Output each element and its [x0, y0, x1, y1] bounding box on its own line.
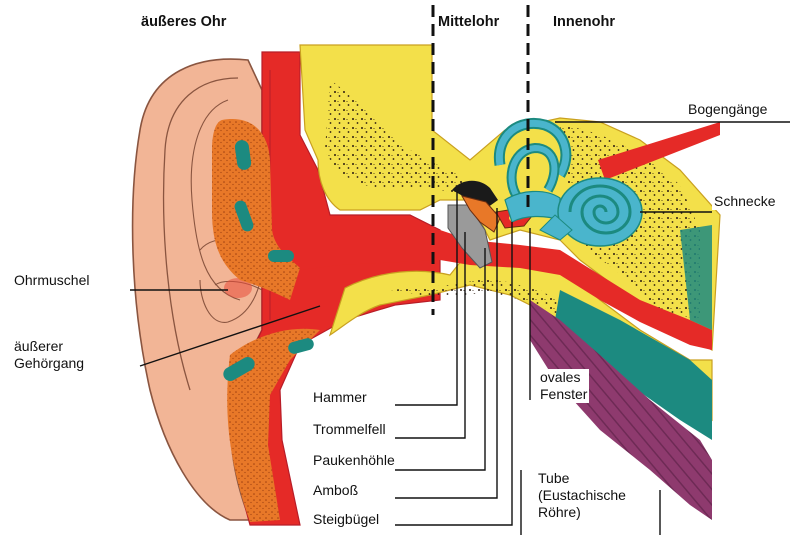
header-middle-ear: Mittelohr [438, 14, 499, 31]
label-auricle: Ohrmuschel [14, 272, 89, 289]
label-hammer: Hammer [313, 389, 367, 406]
label-cochlea: Schnecke [712, 193, 777, 210]
label-ear-canal: äußerer Gehörgang [14, 338, 84, 372]
label-tube: Tube (Eustachische Röhre) [536, 470, 628, 521]
label-semicircular-canals: Bogengänge [686, 101, 769, 118]
header-outer-ear: äußeres Ohr [141, 14, 226, 31]
label-stirrup: Steigbügel [313, 511, 379, 528]
header-inner-ear: Innenohr [553, 14, 615, 31]
label-eardrum: Trommelfell [313, 421, 386, 438]
label-anvil: Amboß [313, 482, 358, 499]
label-tympanic-cavity: Paukenhöhle [313, 452, 395, 469]
label-oval-window: ovales Fenster [538, 369, 589, 403]
